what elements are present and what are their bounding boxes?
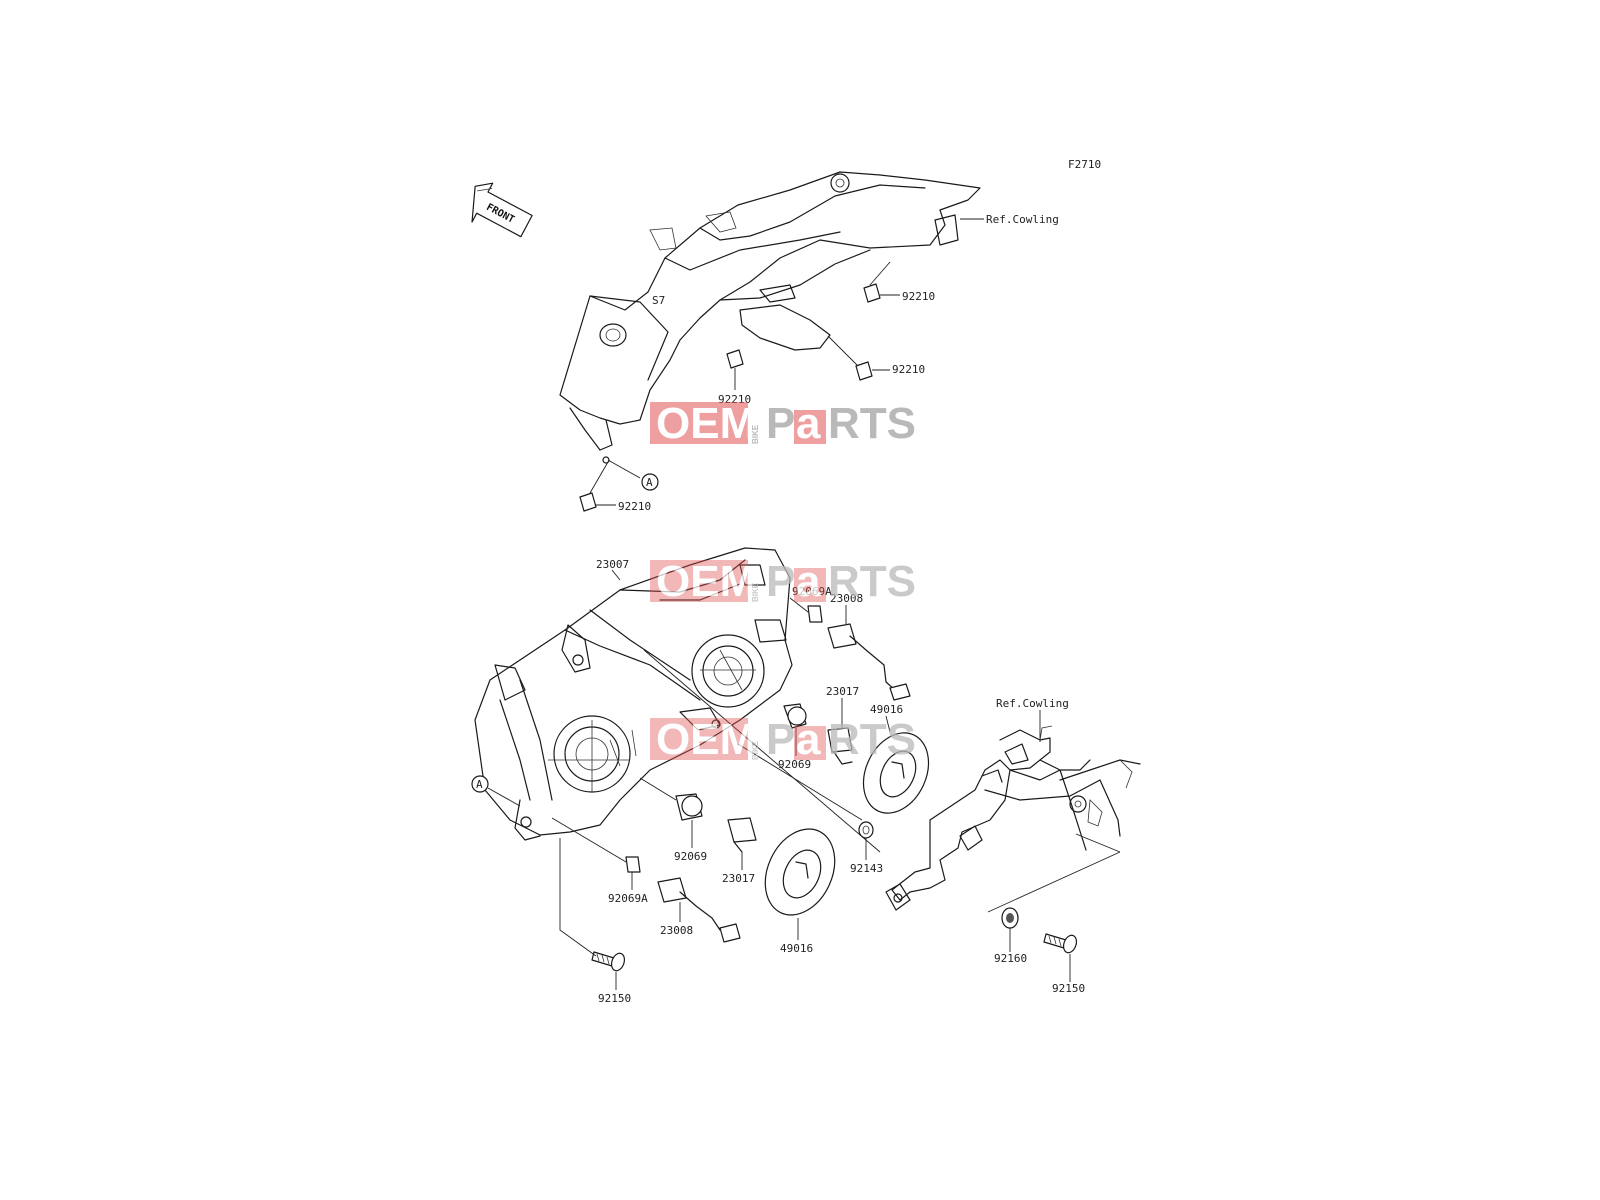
ref-circle-a-lower: A	[471, 775, 521, 807]
bulb-92069A-lower	[551, 817, 641, 890]
clip-92210-left	[579, 456, 616, 512]
front-arrow-icon: FRONT	[471, 182, 533, 238]
svg-text:OEM: OEM	[656, 557, 756, 606]
svg-text:BIKE: BIKE	[751, 424, 760, 444]
socket-23017-upper	[827, 698, 853, 765]
part-label: 49016	[870, 703, 903, 716]
part-label: 92069A	[608, 892, 648, 905]
socket-23008-lower	[657, 877, 741, 943]
part-label: 92210	[892, 363, 925, 376]
part-label: 23017	[826, 685, 859, 698]
svg-text:OEM: OEM	[656, 399, 756, 448]
part-label: 92069	[778, 758, 811, 771]
svg-text:P: P	[766, 399, 795, 448]
part-label: 23008	[660, 924, 693, 937]
svg-text:RTS: RTS	[828, 557, 916, 606]
clip-92210-right-lower	[827, 335, 890, 381]
svg-text:Ref.Cowling: Ref.Cowling	[986, 213, 1059, 226]
svg-text:a: a	[796, 399, 821, 448]
part-label: 92069A	[792, 585, 832, 598]
part-label: 92150	[598, 992, 631, 1005]
svg-text:RTS: RTS	[828, 715, 916, 764]
cap-49016-lower	[764, 828, 836, 940]
svg-text:OEM: OEM	[656, 715, 756, 764]
ref-cowling-label-top: Ref.Cowling	[960, 213, 1059, 226]
socket-23017-lower	[727, 817, 757, 870]
part-label: 92210	[902, 290, 935, 303]
clip-92210-right-upper	[863, 261, 900, 303]
cap-49016-upper	[862, 715, 930, 814]
collar-92143	[858, 821, 874, 860]
part-label: 23017	[722, 872, 755, 885]
part-label: 92069	[674, 850, 707, 863]
headlight-stay-bracket	[885, 725, 1141, 911]
watermark-logo: OEM BIKE P a RTS	[650, 399, 916, 448]
ref-cowling-label-bottom: Ref.Cowling	[996, 697, 1069, 710]
svg-text:A: A	[646, 476, 653, 489]
svg-text:Ref.Cowling: Ref.Cowling	[996, 697, 1069, 710]
headlight-cowling-upper: S7	[559, 171, 981, 451]
bolt-92150-left	[559, 838, 626, 990]
part-label: 23008	[830, 592, 863, 605]
part-label: 92143	[850, 862, 883, 875]
svg-text:P: P	[766, 715, 795, 764]
figure-code: F2710	[1068, 158, 1101, 171]
part-label: 92150	[1052, 982, 1085, 995]
svg-text:a: a	[796, 715, 821, 764]
clip-92210-middle	[726, 349, 744, 390]
bulb-92069-upper	[783, 703, 807, 756]
svg-text:P: P	[766, 557, 795, 606]
watermark-logo: OEM BIKE P a RTS	[650, 557, 916, 606]
svg-text:BIKE: BIKE	[751, 582, 760, 602]
bulb-92069-lower	[639, 777, 703, 848]
part-label: 49016	[780, 942, 813, 955]
bulb-92069A-upper	[789, 597, 823, 623]
watermark-logo: OEM BIKE P a RTS	[650, 715, 916, 764]
svg-text:a: a	[796, 557, 821, 606]
svg-text:BIKE: BIKE	[751, 740, 760, 760]
part-label: 92160	[994, 952, 1027, 965]
headlight-assembly-23007	[474, 547, 793, 841]
ref-circle-a-upper: A	[607, 459, 659, 491]
part-label: 92210	[618, 500, 651, 513]
bolt-92150-right	[1043, 933, 1078, 982]
damper-92160	[1001, 907, 1019, 952]
socket-23008-upper	[827, 605, 911, 701]
marking-text: S7	[652, 294, 665, 307]
svg-text:A: A	[476, 778, 483, 791]
part-label: 23007	[596, 558, 629, 571]
svg-text:RTS: RTS	[828, 399, 916, 448]
front-label: FRONT	[484, 202, 516, 226]
